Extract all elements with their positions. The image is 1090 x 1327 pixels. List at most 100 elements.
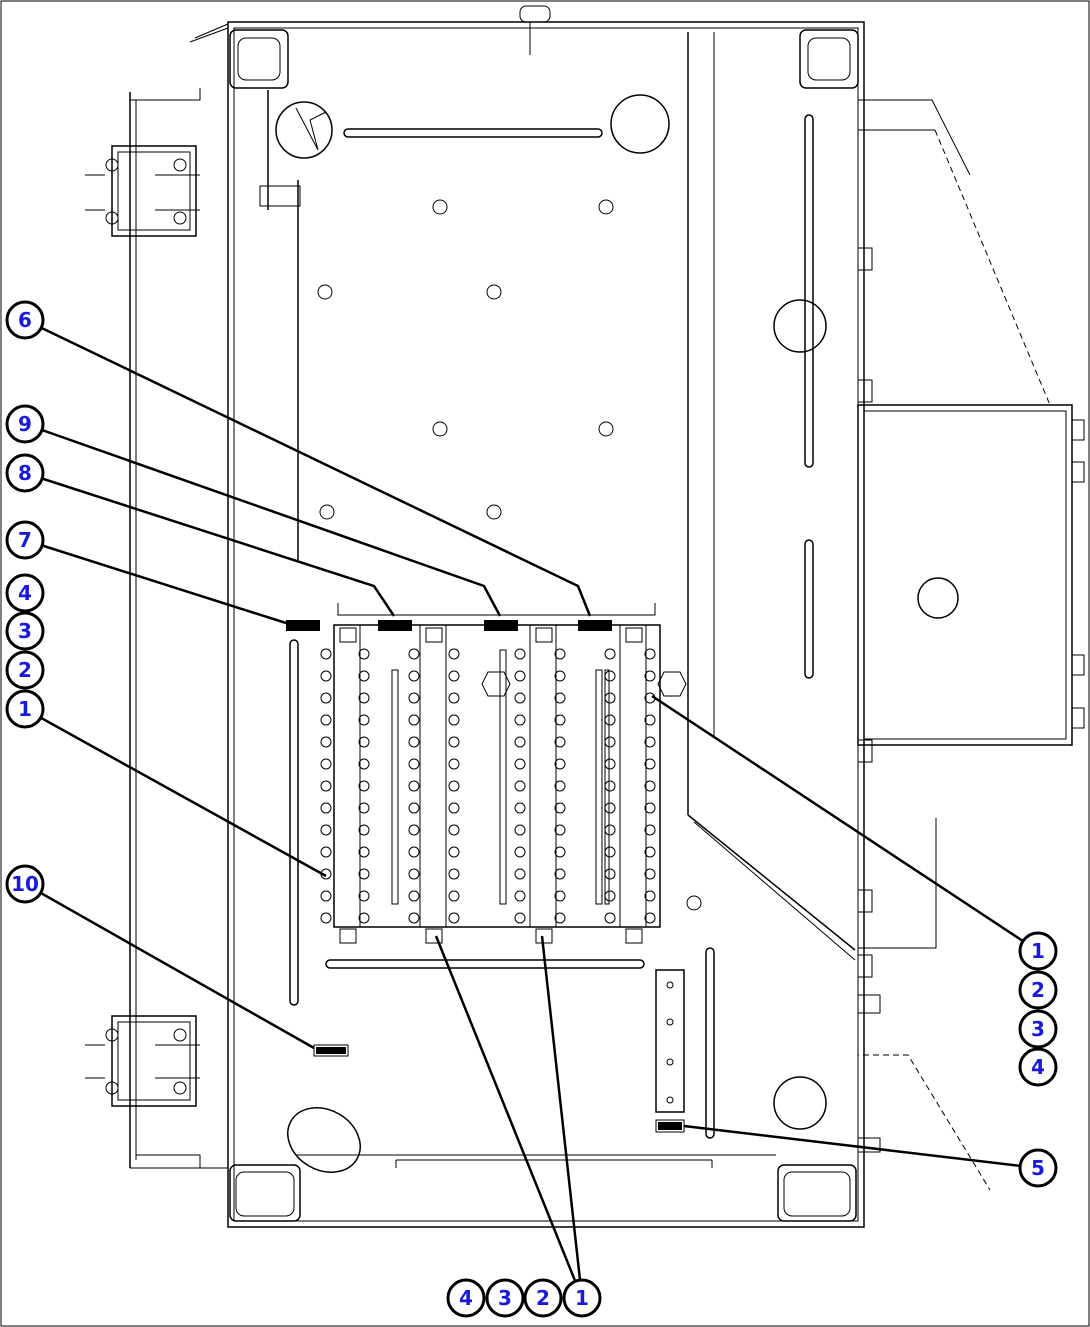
- terminal-screw: [358, 648, 370, 660]
- terminal-screw: [604, 714, 616, 726]
- terminal-screw: [604, 736, 616, 748]
- terminal-screw: [514, 846, 526, 858]
- terminal-screw: [320, 824, 332, 836]
- terminal-screw: [644, 670, 656, 682]
- callout-c1b: 1: [1018, 931, 1058, 971]
- terminal-screw: [320, 648, 332, 660]
- callout-c4c: 4: [446, 1278, 486, 1318]
- terminal-screw: [604, 846, 616, 858]
- terminal-screw: [408, 890, 420, 902]
- terminal-screw: [448, 670, 460, 682]
- terminal-screw: [358, 714, 370, 726]
- terminal-screw: [554, 868, 566, 880]
- callout-c3c: 3: [485, 1278, 525, 1318]
- callout-circle: [1018, 1047, 1058, 1087]
- callout-label: 4: [18, 581, 32, 605]
- callout-circle: [1018, 1148, 1058, 1188]
- terminal-screw: [604, 890, 616, 902]
- terminal-screw: [408, 692, 420, 704]
- callout-c3a: 3: [5, 611, 45, 651]
- terminal-screw: [448, 714, 460, 726]
- terminal-screw: [448, 802, 460, 814]
- terminal-screw: [448, 890, 460, 902]
- callout-label: 6: [18, 308, 32, 332]
- callout-circle: [1018, 931, 1058, 971]
- terminal-screw: [554, 670, 566, 682]
- terminal-screw: [514, 912, 526, 924]
- terminal-screw: [604, 912, 616, 924]
- terminal-screw: [644, 648, 656, 660]
- terminal-screw: [448, 846, 460, 858]
- terminal-screw: [514, 890, 526, 902]
- callout-circle: [5, 520, 45, 560]
- callout-circle: [5, 300, 45, 340]
- terminal-screw: [514, 758, 526, 770]
- terminal-screw: [554, 846, 566, 858]
- callout-c4b: 4: [1018, 1047, 1058, 1087]
- terminal-screw: [358, 692, 370, 704]
- terminal-screw: [554, 912, 566, 924]
- callout-circle: [1018, 970, 1058, 1010]
- terminal-screw: [644, 714, 656, 726]
- callout-circle: [5, 453, 45, 493]
- terminal-screw: [514, 868, 526, 880]
- terminal-strip-assembly: [320, 603, 687, 944]
- terminal-screw: [448, 758, 460, 770]
- terminal-screw: [554, 736, 566, 748]
- terminal-screw: [320, 670, 332, 682]
- callout-c10: 10: [5, 864, 45, 904]
- callout-label: 9: [18, 412, 32, 436]
- terminal-screw: [358, 758, 370, 770]
- terminal-screw: [408, 824, 420, 836]
- terminal-screw: [320, 758, 332, 770]
- terminal-screw: [644, 780, 656, 792]
- terminal-screw: [448, 692, 460, 704]
- callout-c2a: 2: [5, 650, 45, 690]
- terminal-screw: [358, 802, 370, 814]
- terminal-screw: [320, 736, 332, 748]
- callout-circle: [5, 689, 45, 729]
- callout-label: 10: [11, 872, 39, 896]
- callout-c4a: 4: [5, 573, 45, 613]
- callout-c9: 9: [5, 404, 45, 444]
- terminal-screw: [554, 824, 566, 836]
- callout-label: 8: [18, 461, 32, 485]
- leader-lines: [24, 318, 1039, 1299]
- terminal-screw: [604, 802, 616, 814]
- callout-circle: [485, 1278, 525, 1318]
- terminal-screw: [358, 868, 370, 880]
- callout-circle: [5, 404, 45, 444]
- terminal-screw: [320, 912, 332, 924]
- terminal-screw: [408, 780, 420, 792]
- callout-c6: 6: [5, 300, 45, 340]
- callout-label: 2: [1031, 978, 1045, 1002]
- interior-panel: [259, 32, 856, 1173]
- terminal-screw: [514, 714, 526, 726]
- callout-c7: 7: [5, 520, 45, 560]
- callout-label: 4: [459, 1286, 473, 1310]
- callout-label: 2: [18, 658, 32, 682]
- terminal-screw: [644, 846, 656, 858]
- terminal-screw: [448, 868, 460, 880]
- terminal-screw: [320, 802, 332, 814]
- callout-label: 1: [1031, 939, 1045, 963]
- callout-circle: [523, 1278, 563, 1318]
- callout-circle: [5, 650, 45, 690]
- callout-label: 5: [1031, 1156, 1045, 1180]
- terminal-screw: [604, 648, 616, 660]
- terminal-screw: [554, 692, 566, 704]
- terminal-screw: [644, 736, 656, 748]
- terminal-screw: [320, 846, 332, 858]
- callout-c1c: 1: [562, 1278, 602, 1318]
- terminal-screw: [448, 736, 460, 748]
- terminal-screw: [408, 736, 420, 748]
- callout-label: 1: [18, 697, 32, 721]
- callout-label: 3: [1031, 1017, 1045, 1041]
- terminal-screw: [514, 780, 526, 792]
- terminal-screw: [644, 868, 656, 880]
- terminal-screw: [408, 846, 420, 858]
- terminal-screw: [514, 736, 526, 748]
- terminal-screw: [514, 824, 526, 836]
- terminal-screw: [604, 868, 616, 880]
